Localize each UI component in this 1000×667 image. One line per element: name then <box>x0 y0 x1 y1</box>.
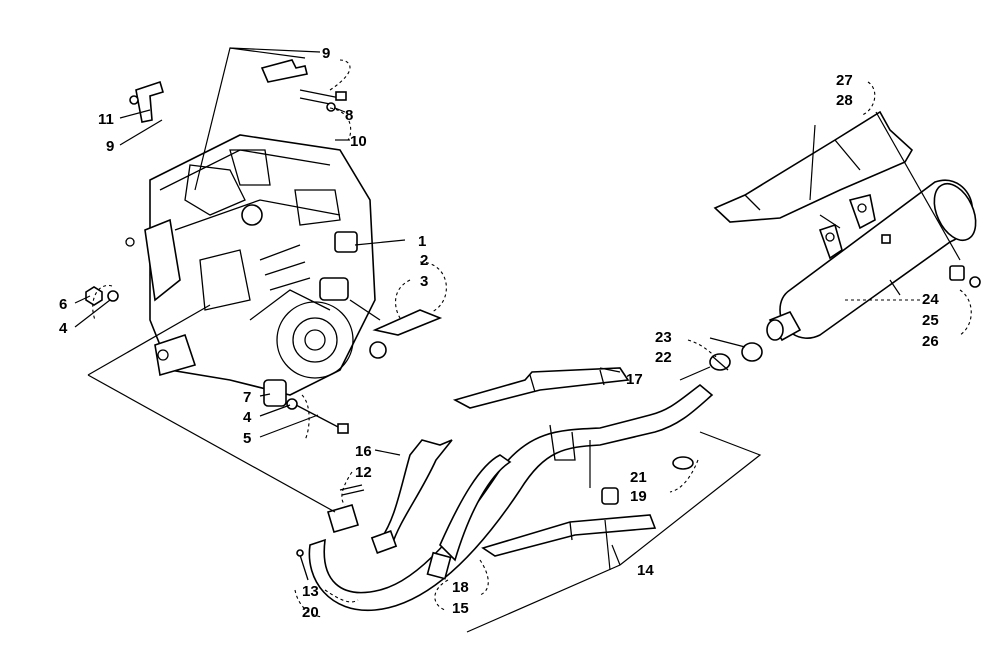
engine-mount-hardware-bottom[interactable] <box>263 379 349 434</box>
exhaust-header-pipe[interactable] <box>370 439 453 554</box>
choke-cable-bracket[interactable] <box>349 299 443 359</box>
callout-22: 22 <box>655 349 672 366</box>
callout-16: 16 <box>355 443 372 460</box>
callout-25: 25 <box>922 312 939 329</box>
callout-labels: 9 8 10 11 9 1 2 3 6 4 7 4 5 16 12 13 20 … <box>59 45 939 621</box>
callout-5: 5 <box>243 430 251 447</box>
callout-10: 10 <box>350 133 367 150</box>
heat-shield-lower[interactable] <box>481 514 657 557</box>
callout-18: 18 <box>452 579 469 596</box>
callout-28: 28 <box>836 92 853 109</box>
exhaust-flange-gasket[interactable] <box>296 484 365 581</box>
mount-bracket-upper[interactable] <box>135 59 308 123</box>
callout-27: 27 <box>836 72 853 89</box>
callout-1: 1 <box>418 233 426 250</box>
callout-14: 14 <box>637 562 654 579</box>
callout-21: 21 <box>630 469 647 486</box>
callout-2: 2 <box>420 252 428 269</box>
muffler-heat-shield[interactable] <box>713 110 914 223</box>
heat-shield-upper[interactable] <box>452 367 630 409</box>
callout-24: 24 <box>922 291 939 308</box>
exhaust-clamp[interactable] <box>709 353 731 371</box>
callout-13: 13 <box>302 583 319 600</box>
exhaust-y-pipe[interactable] <box>308 383 714 612</box>
callout-15: 15 <box>452 600 469 617</box>
callout-26: 26 <box>922 333 939 350</box>
dashed-callout-brackets <box>92 59 972 618</box>
callout-9-lower: 9 <box>106 138 114 155</box>
callout-4-left: 4 <box>59 320 68 337</box>
leader-lines <box>74 47 961 633</box>
exhaust-seal-ring[interactable] <box>741 342 763 362</box>
engine-assembly[interactable] <box>125 134 376 396</box>
callout-7: 7 <box>243 389 251 406</box>
callout-4-bottom: 4 <box>243 409 252 426</box>
engine-bolts[interactable] <box>129 89 347 112</box>
callout-17: 17 <box>626 371 643 388</box>
callout-9-upper: 9 <box>322 45 330 62</box>
callout-23: 23 <box>655 329 672 346</box>
callout-11: 11 <box>98 111 114 128</box>
muffler[interactable] <box>766 177 984 342</box>
callout-20: 20 <box>302 604 319 621</box>
exhaust-spring-clamp[interactable] <box>672 456 694 470</box>
spacer-grommet[interactable] <box>601 487 619 505</box>
callout-3: 3 <box>420 273 428 290</box>
engine-mount-hardware-left[interactable] <box>85 286 119 306</box>
muffler-fasteners[interactable] <box>949 265 981 288</box>
callout-6: 6 <box>59 296 67 313</box>
callout-12: 12 <box>355 464 372 481</box>
callout-8: 8 <box>345 107 353 124</box>
callout-19: 19 <box>630 488 647 505</box>
